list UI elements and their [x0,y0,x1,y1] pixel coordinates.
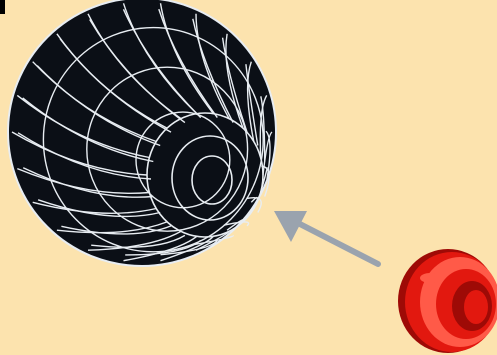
red-bushing-icon [398,249,497,353]
step-marker [0,0,5,14]
wireframe-sphere-icon [8,0,276,266]
